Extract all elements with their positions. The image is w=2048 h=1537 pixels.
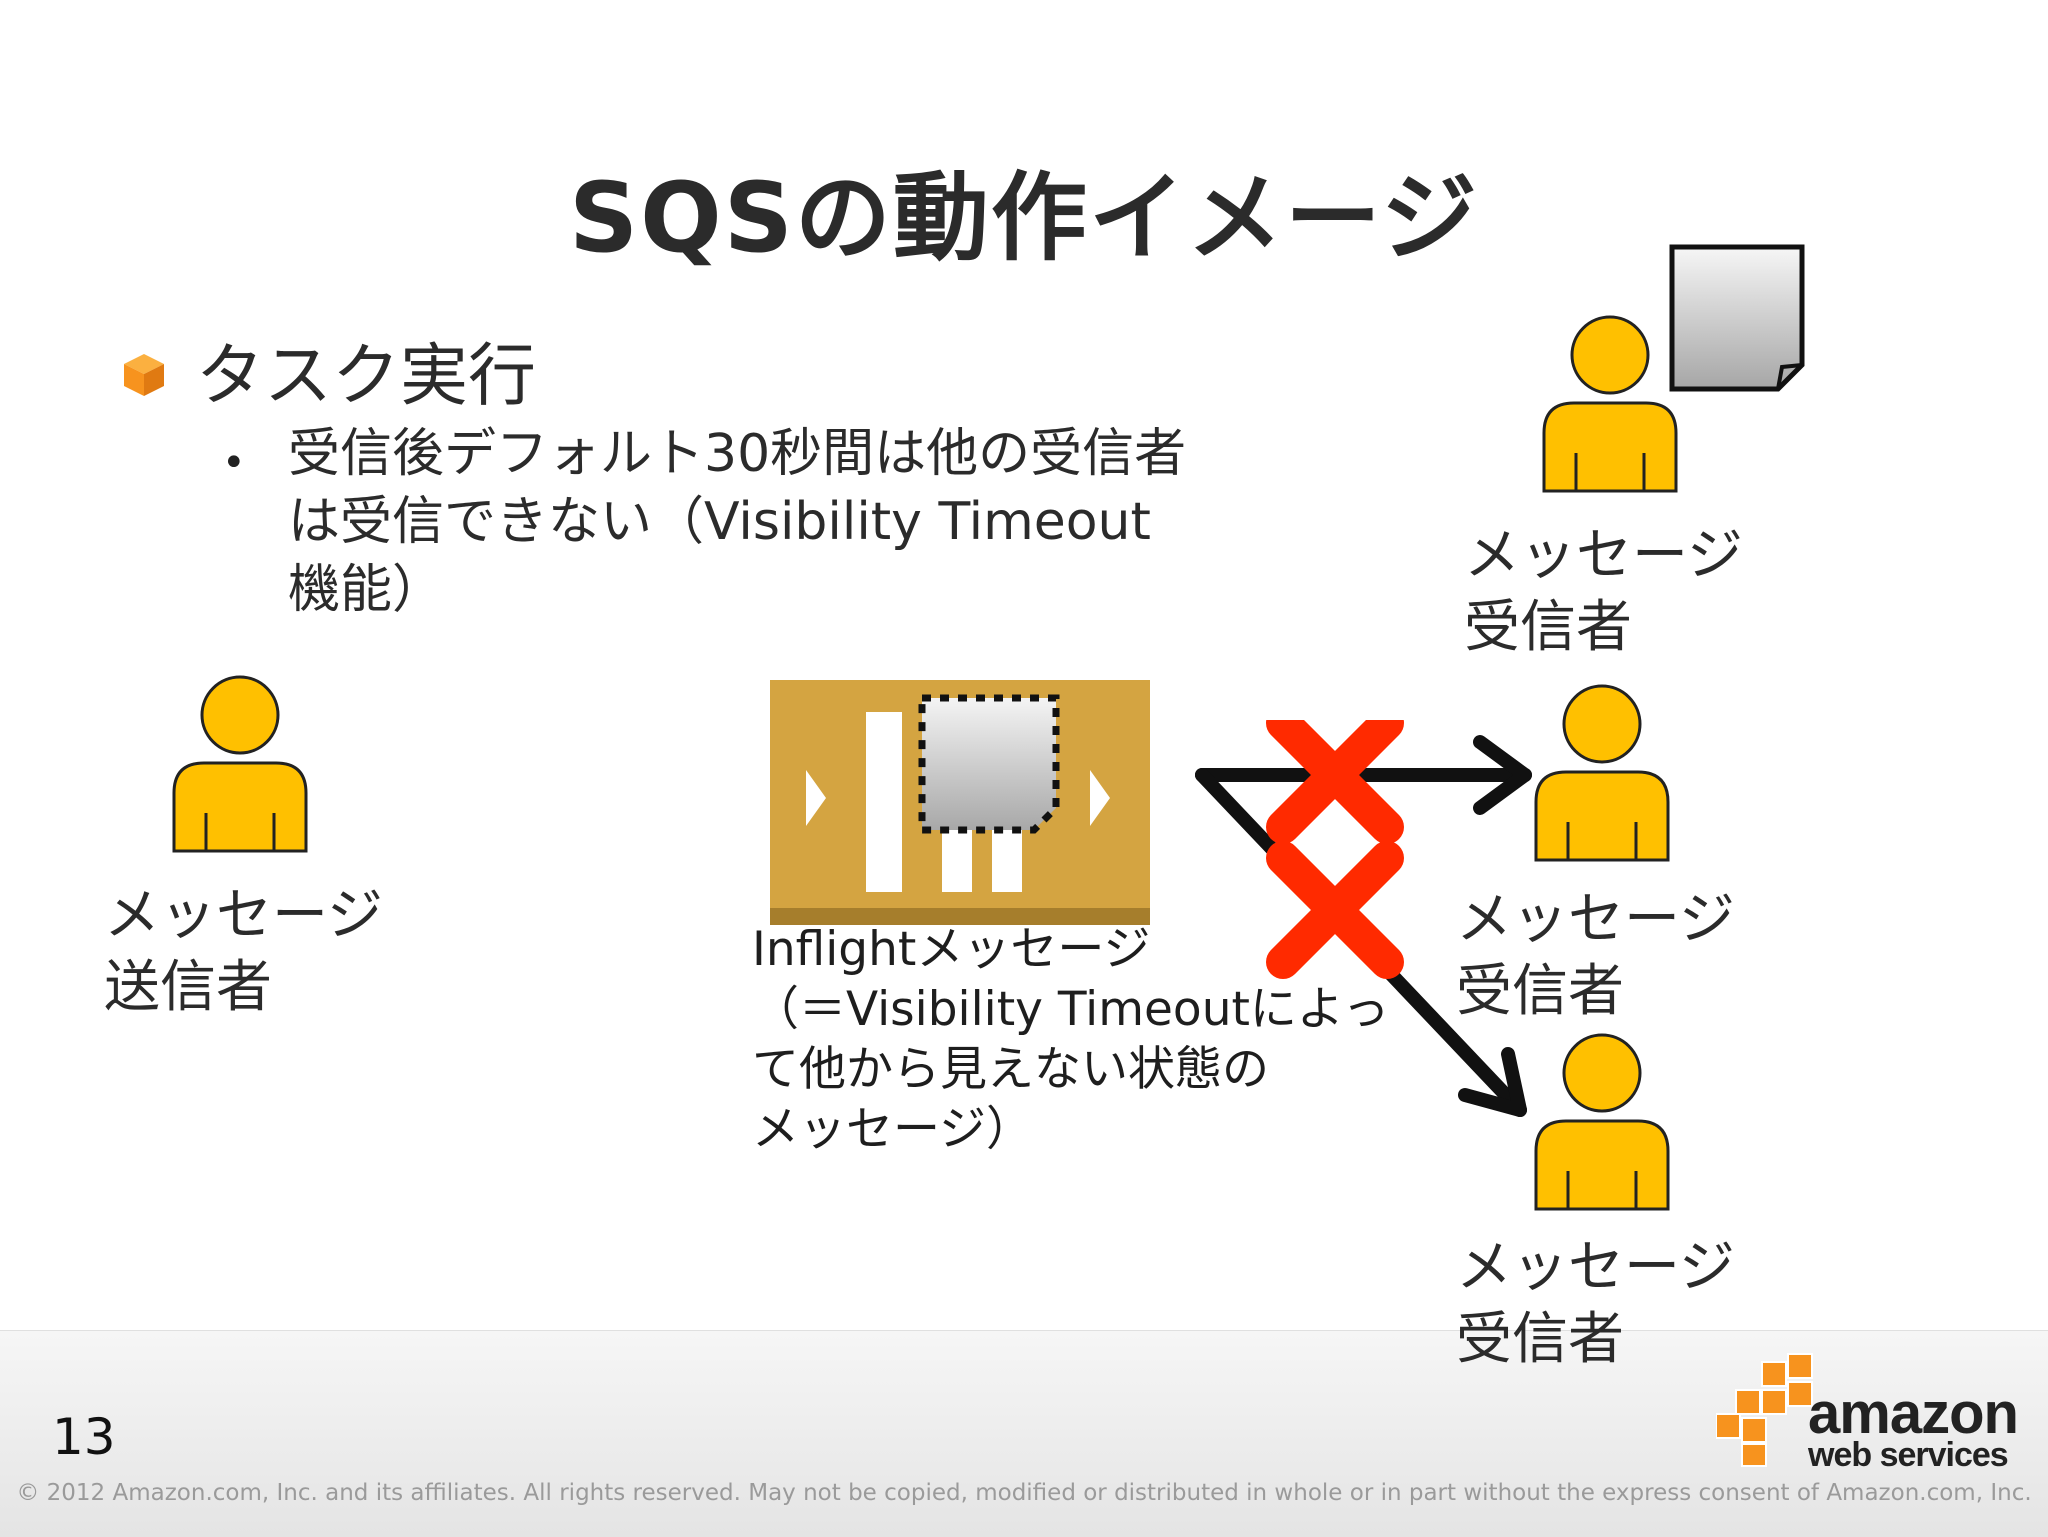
- page-number: 13: [52, 1408, 116, 1466]
- arrow-head-icon: [1473, 735, 1532, 815]
- person-icon: [1534, 684, 1670, 862]
- queue-icon: [770, 680, 1150, 925]
- footer-bar: [0, 1330, 2048, 1537]
- person-icon: [1542, 315, 1678, 493]
- arrow-head-icon: [1458, 1047, 1527, 1117]
- person-icon: [1534, 1033, 1670, 1211]
- copyright-notice: © 2012 Amazon.com, Inc. and its affiliat…: [16, 1480, 2032, 1506]
- bullet-dot: •: [222, 440, 246, 486]
- receiver-label-line: 受信者: [1464, 595, 1632, 660]
- inflight-document-icon: [918, 694, 1060, 834]
- caption-line: （＝Visibility Timeoutによっ: [752, 982, 1390, 1037]
- bullet-line: 機能）: [288, 560, 445, 620]
- caption-line: Inflightメッセージ: [752, 922, 1151, 977]
- section-heading: タスク実行: [196, 337, 537, 416]
- caption-line: て他から見えない状態の: [752, 1042, 1269, 1097]
- cross-icon: [1266, 841, 1404, 979]
- aws-cubes-icon: [1716, 1353, 1813, 1467]
- receiver-label-line: 受信者: [1456, 959, 1624, 1024]
- receiver-label: メッセージ 受信者: [1464, 520, 1743, 664]
- arrows-diagram: [1195, 720, 1532, 1117]
- bullet-line: 受信後デフォルト30秒間は他の受信者: [288, 424, 1187, 484]
- sender-label-line: メッセージ: [104, 883, 383, 948]
- document-icon: [1669, 244, 1805, 392]
- receiver-label-line: メッセージ: [1456, 1235, 1735, 1300]
- aws-logo-amazon: amazon: [1808, 1381, 2019, 1446]
- receiver-label-line: 受信者: [1456, 1307, 1624, 1372]
- receiver-label: メッセージ 受信者: [1456, 1232, 1735, 1376]
- sender-label-line: 送信者: [104, 955, 272, 1020]
- receiver-label-line: メッセージ: [1456, 887, 1735, 952]
- receiver-label: メッセージ 受信者: [1456, 884, 1735, 1028]
- cube-bullet-icon: [124, 354, 164, 396]
- aws-logo-webservices: web services: [1808, 1436, 2009, 1474]
- receiver-label-line: メッセージ: [1464, 523, 1743, 588]
- slide-title: SQSの動作イメージ: [569, 162, 1479, 274]
- caption-line: メッセージ）: [752, 1102, 1034, 1157]
- cross-icon: [1266, 720, 1404, 844]
- queue-caption: Inflightメッセージ （＝Visibility Timeoutによっ て他…: [752, 920, 1390, 1160]
- sender-label: メッセージ 送信者: [104, 880, 383, 1024]
- bullet-text: 受信後デフォルト30秒間は他の受信者 は受信できない（Visibility Ti…: [288, 420, 1308, 624]
- bullet-line: は受信できない（Visibility Timeout: [288, 492, 1151, 552]
- person-icon: [172, 675, 308, 853]
